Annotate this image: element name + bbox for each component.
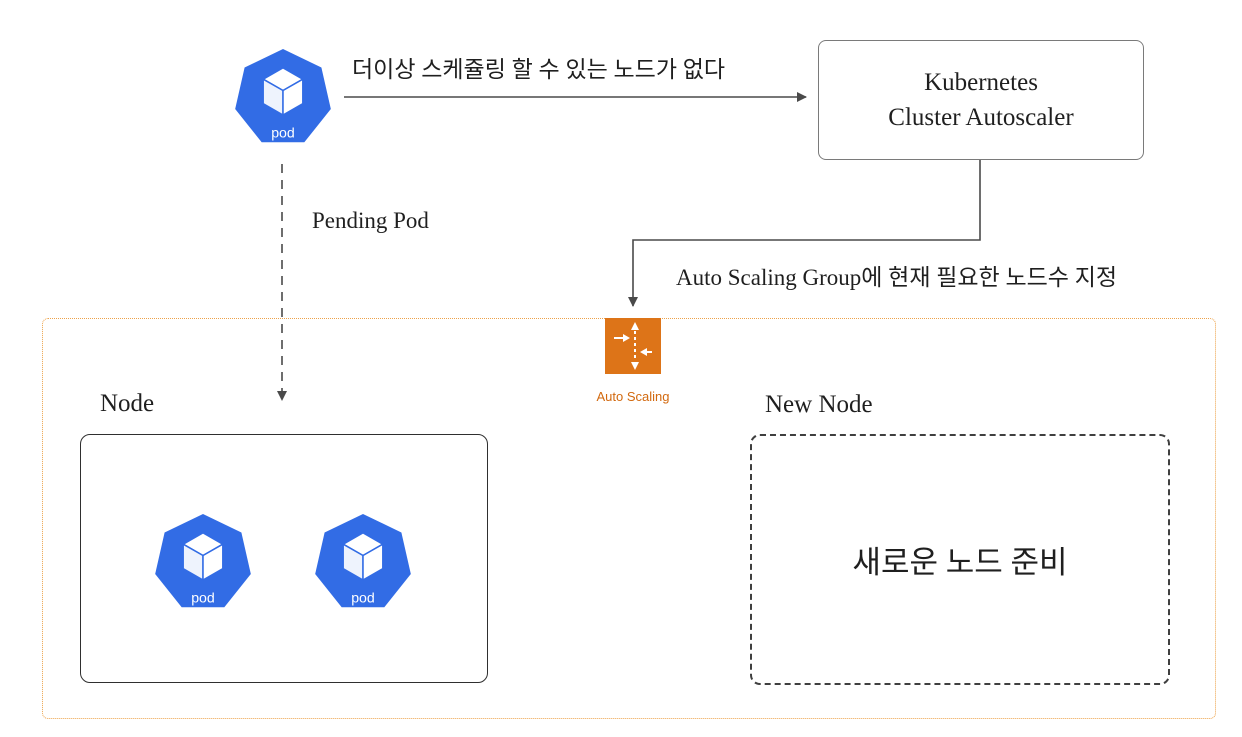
cluster-autoscaler-line2: Cluster Autoscaler [888,104,1074,131]
asg-instruction-label: Auto Scaling Group에 현재 필요한 노드수 지정 [676,265,1118,290]
cluster-autoscaler-line1: Kubernetes [924,69,1038,96]
new-node-text: 새로운 노드 준비 [852,545,1068,580]
auto-scaling-icon [605,318,661,374]
new-node-label: New Node [765,391,873,418]
pod-label: pod [351,590,375,606]
pod-icon: pod [235,49,331,143]
auto-scaling-label: Auto Scaling [596,389,670,404]
pod-label: pod [271,125,295,141]
pending-pod-label: Pending Pod [312,208,429,233]
pod-icon: pod [315,514,411,608]
no-schedulable-node-label: 더이상 스케쥴링 할 수 있는 노드가 없다 [352,57,726,82]
pod-icon: pod [155,514,251,608]
node-label: Node [100,390,155,417]
node-box [80,434,488,683]
pod-label: pod [191,590,215,606]
cluster-autoscaler-box: Kubernetes Cluster Autoscaler [818,40,1144,160]
new-node-box: 새로운 노드 준비 [750,434,1170,685]
